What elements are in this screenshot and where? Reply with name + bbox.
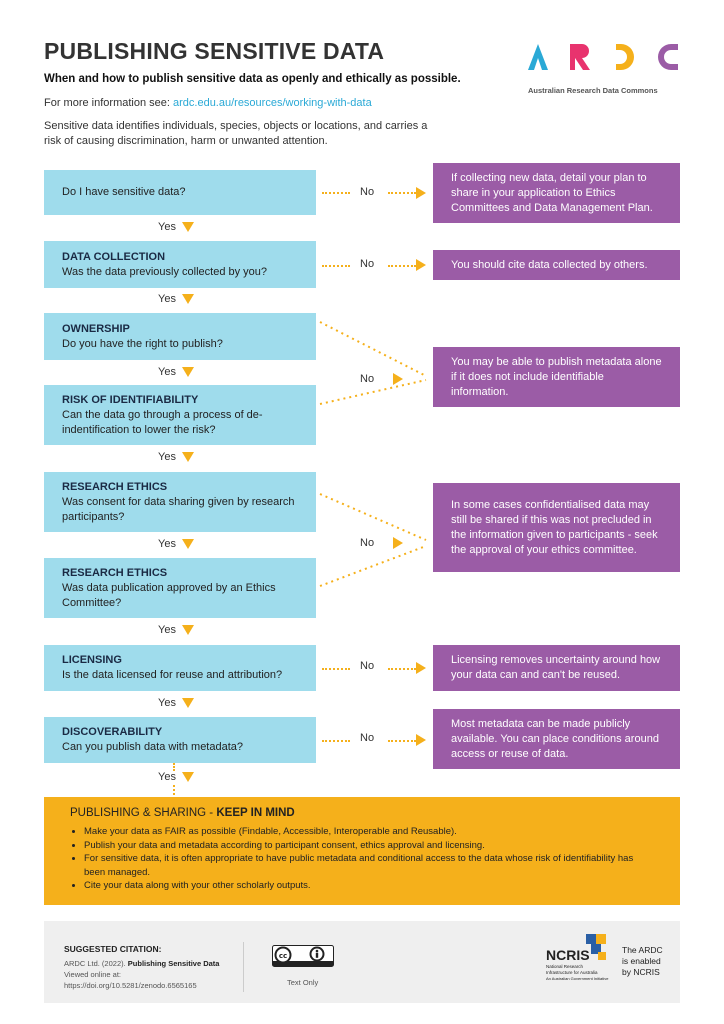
ncris-subtitle: National Research Infrastructure for Aus…	[546, 964, 598, 975]
page-subtitle: When and how to publish sensitive data a…	[44, 73, 461, 85]
yes-label: Yes	[158, 538, 194, 550]
arrow-down-icon	[181, 698, 194, 708]
ncris-logo: NCRIS National Research Infrastructure f…	[546, 934, 610, 984]
info-line: For more information see: ardc.edu.au/re…	[44, 97, 372, 109]
citation-text: ARDC Ltd. (2022). Publishing Sensitive D…	[64, 959, 220, 990]
question-licensing: LICENSING Is the data licensed for reuse…	[44, 645, 316, 691]
question-heading: RISK OF IDENTIFIABILITY	[62, 393, 199, 406]
keep-item: Make your data as FAIR as possible (Find…	[84, 825, 654, 839]
question-text: Was data publication approved by an Ethi…	[62, 581, 276, 609]
arrow-right-icon	[416, 259, 426, 271]
question-text: Is the data licensed for reuse and attri…	[62, 669, 283, 681]
intro-text: Sensitive data identifies individuals, s…	[44, 120, 428, 147]
no-connector-merge	[319, 321, 427, 405]
question-text: Can the data go through a process of de-…	[62, 408, 263, 436]
arrow-down-icon	[181, 539, 194, 549]
arrow-down-icon	[181, 452, 194, 462]
no-label: No	[360, 186, 375, 198]
keep-in-mind-panel: PUBLISHING & SHARING - KEEP IN MIND Make…	[44, 797, 680, 905]
no-label: No	[360, 373, 375, 385]
arrow-down-icon	[181, 625, 194, 635]
info-prefix: For more information see:	[44, 97, 173, 109]
question-heading: DISCOVERABILITY	[62, 726, 163, 738]
no-connector	[322, 740, 350, 742]
answer-metadata-alone: You may be able to publish metadata alon…	[433, 347, 680, 407]
yes-label: Yes	[158, 624, 194, 636]
answer-cite-data: You should cite data collected by others…	[433, 250, 680, 280]
yes-label: Yes	[158, 366, 194, 378]
keep-item: For sensitive data, it is often appropri…	[84, 852, 654, 879]
creative-commons-by-icon: cc	[272, 945, 334, 967]
svg-text:cc: cc	[279, 952, 287, 960]
ncris-icon	[586, 934, 606, 960]
keep-title: PUBLISHING & SHARING - KEEP IN MIND	[70, 807, 295, 819]
question-research-ethics-approval: RESEARCH ETHICS Was data publication app…	[44, 558, 316, 618]
footer	[44, 921, 680, 1003]
question-sensitive-data: Do I have sensitive data?	[44, 170, 316, 215]
ncris-tagline: An Australian Government Initiative	[546, 976, 609, 981]
arrow-down-icon	[181, 294, 194, 304]
keep-list: Make your data as FAIR as possible (Find…	[70, 825, 654, 893]
footer-divider	[243, 942, 244, 992]
citation-url[interactable]: https://doi.org/10.5281/zenodo.6565165	[64, 981, 197, 990]
yes-label: Yes	[158, 293, 194, 305]
question-discoverability: DISCOVERABILITY Can you publish data wit…	[44, 717, 316, 763]
question-text: Do you have the right to publish?	[62, 337, 223, 350]
question-data-collection: DATA COLLECTION Was the data previously …	[44, 241, 316, 288]
keep-item: Cite your data along with your other sch…	[84, 879, 654, 893]
no-connector	[322, 192, 350, 194]
question-heading: RESEARCH ETHICS	[62, 566, 168, 579]
arrow-right-icon	[393, 373, 403, 385]
no-label: No	[360, 660, 375, 672]
no-connector	[388, 668, 416, 670]
no-label: No	[360, 537, 375, 549]
yes-label: Yes	[158, 221, 194, 233]
arrow-right-icon	[416, 187, 426, 199]
yes-label: Yes	[158, 697, 194, 709]
info-link[interactable]: ardc.edu.au/resources/working-with-data	[173, 97, 372, 109]
question-heading: RESEARCH ETHICS	[62, 480, 168, 493]
no-label: No	[360, 258, 375, 270]
arrow-down-icon	[181, 772, 194, 782]
arrow-right-icon	[416, 734, 426, 746]
no-connector	[322, 668, 350, 670]
arrow-right-icon	[393, 537, 403, 549]
no-label: No	[360, 732, 375, 744]
yes-connector	[173, 763, 175, 771]
cc-label: Text Only	[287, 978, 319, 987]
question-research-ethics-consent: RESEARCH ETHICS Was consent for data sha…	[44, 472, 316, 532]
arrow-down-icon	[181, 222, 194, 232]
question-heading: DATA COLLECTION	[62, 250, 166, 263]
answer-metadata-public: Most metadata can be made publicly avail…	[433, 709, 680, 769]
question-text: Was the data previously collected by you…	[62, 265, 268, 278]
ncris-name: NCRIS	[546, 947, 590, 963]
arrow-down-icon	[181, 367, 194, 377]
question-ownership: OWNERSHIP Do you have the right to publi…	[44, 313, 316, 360]
keep-item: Publish your data and metadata according…	[84, 839, 654, 853]
question-text: Was consent for data sharing given by re…	[62, 495, 295, 523]
ardc-org-name: Australian Research Data Commons	[528, 86, 658, 95]
question-risk-identifiability: RISK OF IDENTIFIABILITY Can the data go …	[44, 385, 316, 445]
ardc-logo	[528, 44, 678, 70]
no-connector	[388, 192, 416, 194]
yes-label: Yes	[158, 771, 194, 783]
yes-label: Yes	[158, 451, 194, 463]
no-connector	[322, 265, 350, 267]
yes-connector	[173, 785, 175, 795]
page-title: PUBLISHING SENSITIVE DATA	[44, 38, 385, 64]
question-heading: LICENSING	[62, 654, 122, 666]
question-text: Can you publish data with metadata?	[62, 741, 244, 753]
arrow-right-icon	[416, 662, 426, 674]
no-connector-merge	[319, 493, 427, 587]
question-heading: OWNERSHIP	[62, 322, 130, 335]
citation-heading: SUGGESTED CITATION:	[64, 944, 162, 954]
no-connector	[388, 740, 416, 742]
answer-confidentialised: In some cases confidentialised data may …	[433, 483, 680, 572]
answer-new-data: If collecting new data, detail your plan…	[433, 163, 680, 223]
no-connector	[388, 265, 416, 267]
ncris-enabled-text: The ARDC is enabled by NCRIS	[622, 945, 663, 977]
answer-licensing: Licensing removes uncertainty around how…	[433, 645, 680, 691]
question-text: Do I have sensitive data?	[62, 186, 186, 198]
